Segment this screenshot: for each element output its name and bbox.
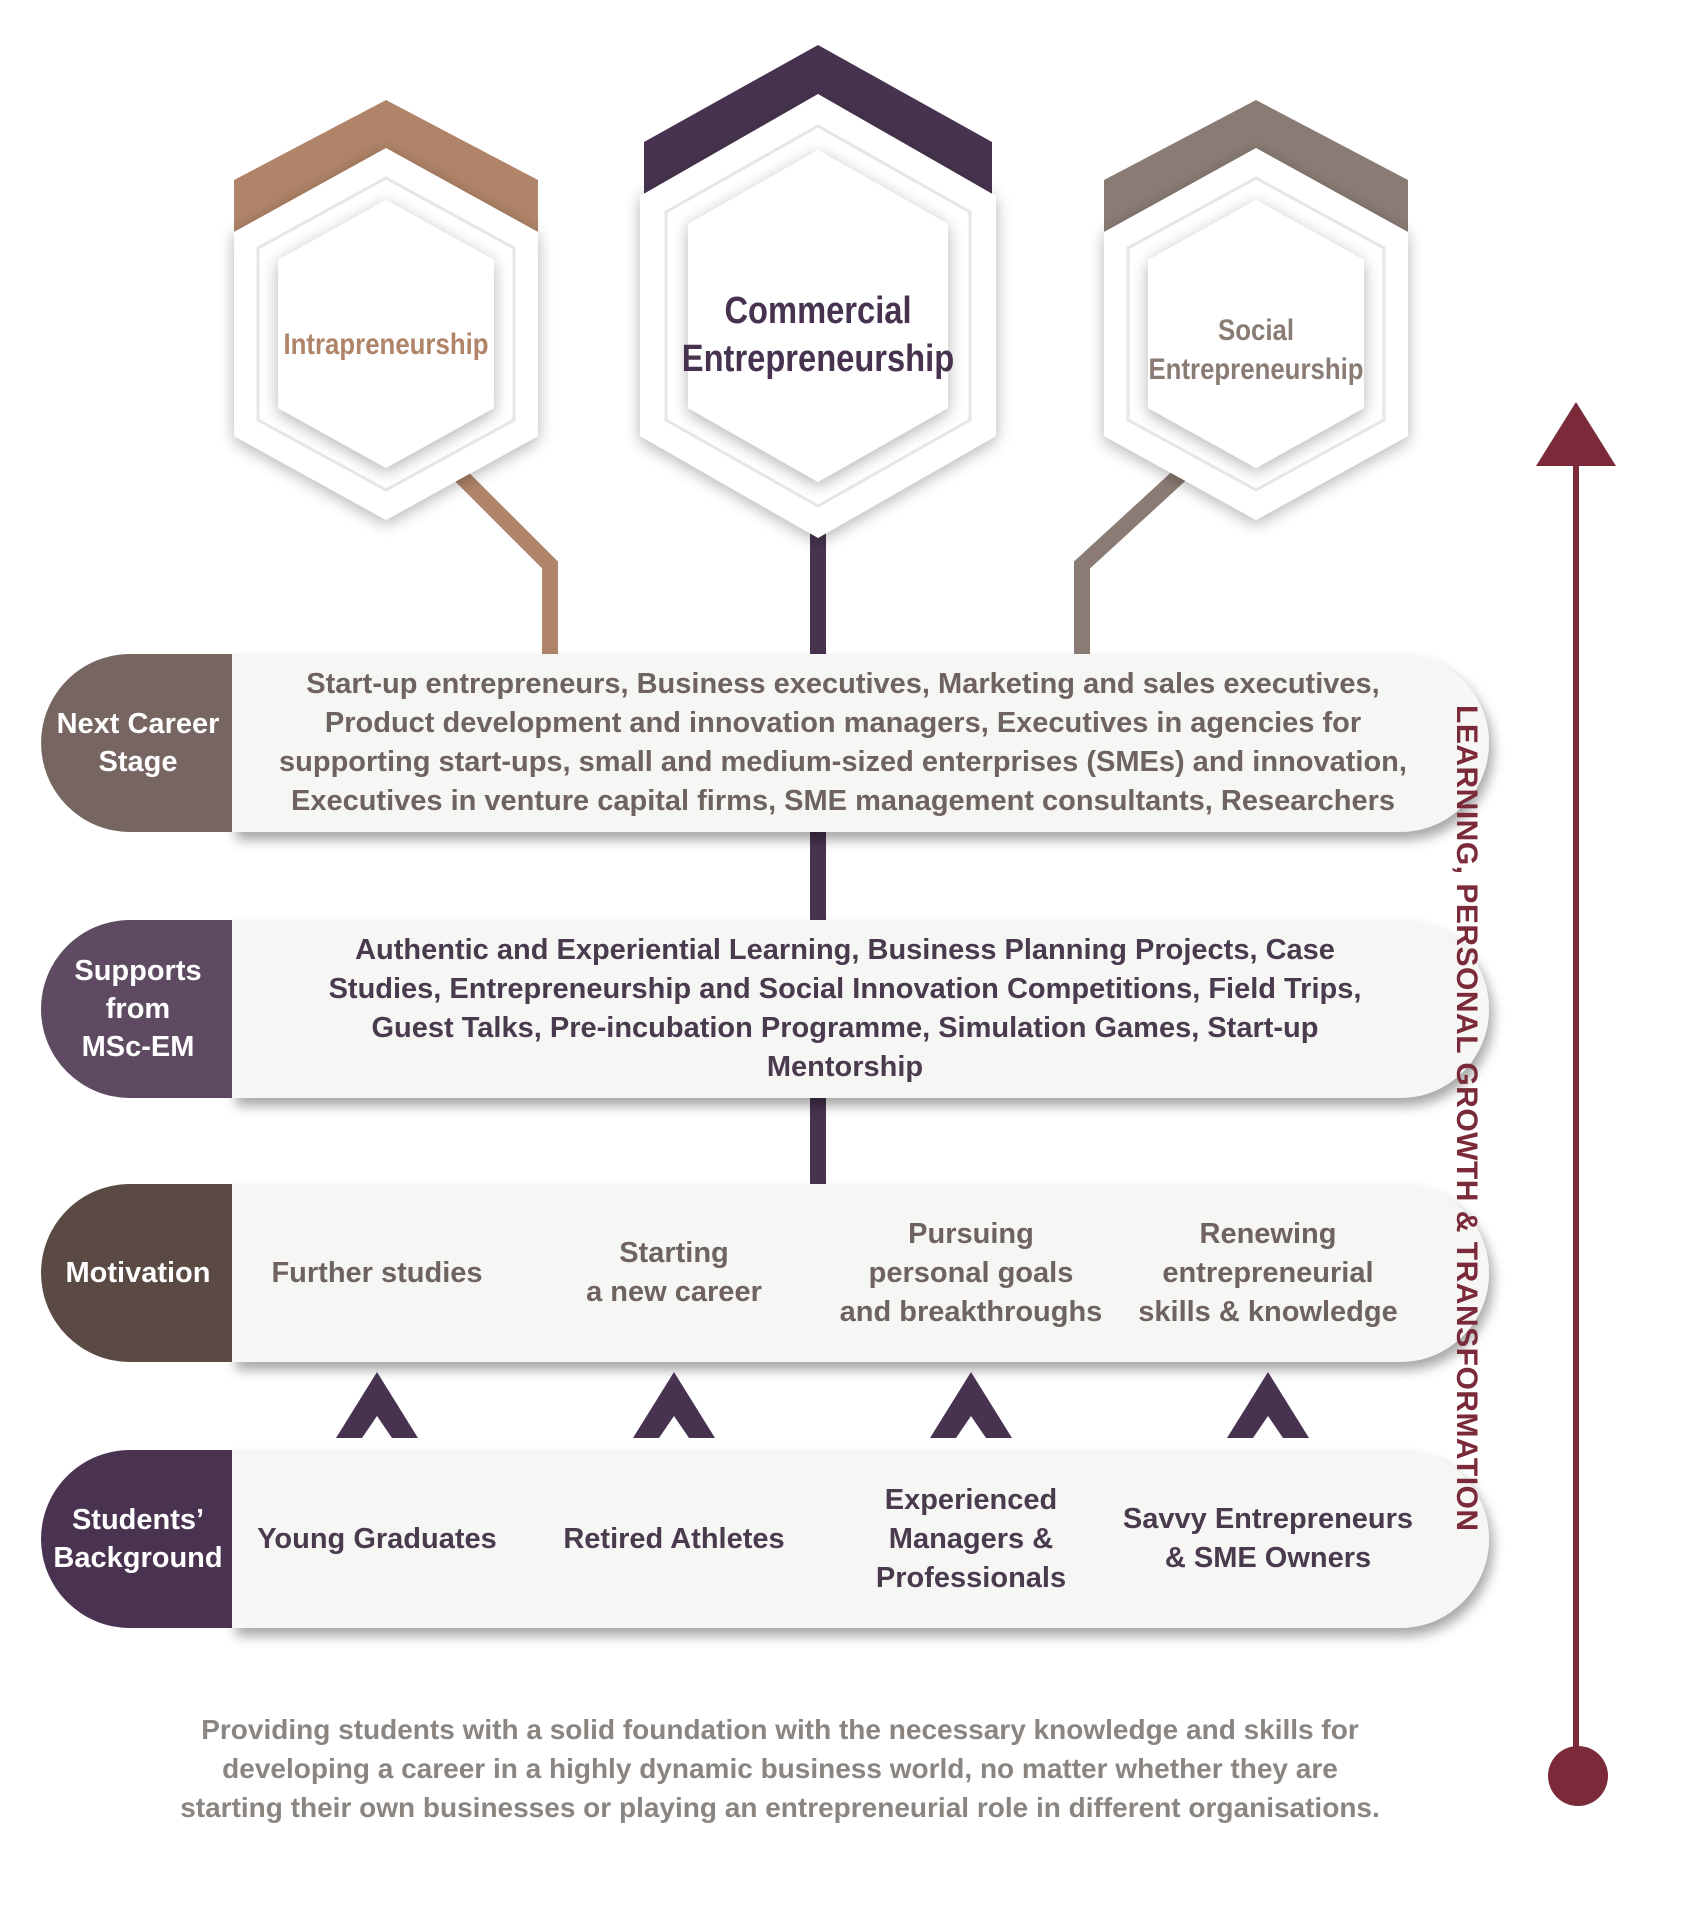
hex-label-line: Intrapreneurship	[283, 328, 489, 361]
background-item-line: & SME Owners	[1164, 1542, 1372, 1574]
hexagon-commercial	[640, 45, 996, 538]
up-chevron-3	[930, 1372, 1012, 1438]
hexagon-intrapreneurship	[234, 100, 538, 520]
background-item-line: Savvy Entrepreneurs	[1122, 1503, 1414, 1535]
band-motivation	[41, 1184, 1489, 1362]
band-label-line: from	[105, 993, 171, 1025]
motivation-item-line: Starting	[619, 1237, 729, 1269]
up-chevrons	[336, 1372, 1309, 1438]
motivation-item: Starting a new career	[549, 1190, 799, 1356]
band-supports	[41, 920, 1489, 1098]
motivation-item-line: and breakthroughs	[839, 1295, 1103, 1328]
motivation-item-line: a new career	[586, 1276, 762, 1308]
up-chevron-2	[633, 1372, 715, 1438]
band-next-career	[41, 654, 1489, 832]
band-label-line: Stage	[98, 746, 178, 778]
hex-label-commercial: Commercial Entrepreneurship	[680, 270, 955, 400]
band-label-line: MSc-EM	[81, 1031, 195, 1063]
motivation-item: Further studies	[252, 1190, 502, 1356]
connector-intrapreneurship	[454, 469, 558, 655]
connector-social	[1074, 469, 1186, 655]
motivation-item-line: skills & knowledge	[1138, 1295, 1398, 1328]
hex-label-line: Social	[1217, 314, 1295, 347]
background-item: Experienced Managers & Professionals	[831, 1456, 1111, 1622]
growth-arrow	[1536, 402, 1616, 1806]
band-background	[41, 1450, 1489, 1628]
hex-label-line: Commercial	[724, 290, 912, 332]
background-item-line: Experienced	[884, 1483, 1058, 1516]
band-label-line: Supports	[74, 955, 202, 987]
band-label-line: Motivation	[65, 1257, 211, 1289]
background-item-line: Retired Athletes	[563, 1522, 785, 1555]
hexagon-social	[1104, 100, 1408, 520]
motivation-item-line: entrepreneurial	[1162, 1256, 1374, 1289]
band-label-background: Students’ Background	[44, 1450, 232, 1628]
hex-label-intrapreneurship: Intrapreneurship	[274, 300, 498, 390]
background-item: Young Graduates	[252, 1456, 502, 1622]
background-item-line: Professionals	[875, 1561, 1067, 1594]
hex-label-line: Entrepreneurship	[681, 338, 955, 380]
up-chevron-1	[336, 1372, 418, 1438]
background-item: Savvy Entrepreneurs & SME Owners	[1118, 1456, 1418, 1622]
side-label: LEARNING, PERSONAL GROWTH & TRANSFORMATI…	[1450, 705, 1483, 1532]
background-item-line: Young Graduates	[257, 1522, 497, 1555]
band-label-supports: Supports from MSc-EM	[44, 920, 232, 1098]
band-label-next-career: Next Career Stage	[44, 654, 232, 832]
band-label-line: Background	[53, 1542, 223, 1574]
supports-text: Authentic and Experiential Learning, Bus…	[328, 934, 1362, 1083]
hex-label-social: Social Entrepreneurship	[1136, 300, 1377, 400]
background-item-line: Managers &	[888, 1522, 1054, 1555]
band-label-line: Students’	[71, 1504, 205, 1536]
background-item: Retired Athletes	[549, 1456, 799, 1622]
motivation-item: Renewing entrepreneurial skills & knowle…	[1118, 1190, 1418, 1356]
motivation-item-line: Further studies	[271, 1256, 483, 1289]
band-label-motivation: Motivation	[44, 1184, 232, 1362]
hex-label-line: Entrepreneurship	[1148, 353, 1364, 386]
next-career-text: Start-up entrepreneurs, Business executi…	[279, 668, 1407, 817]
motivation-item-line: Pursuing	[908, 1217, 1034, 1250]
footer-text: Providing students with a solid foundati…	[180, 1714, 1380, 1823]
motivation-item-line: personal goals	[868, 1256, 1074, 1289]
motivation-item: Pursuing personal goals and breakthrough…	[831, 1190, 1111, 1356]
motivation-item-line: Renewing	[1199, 1217, 1337, 1250]
up-chevron-4	[1227, 1372, 1309, 1438]
band-label-line: Next Career	[56, 708, 220, 740]
